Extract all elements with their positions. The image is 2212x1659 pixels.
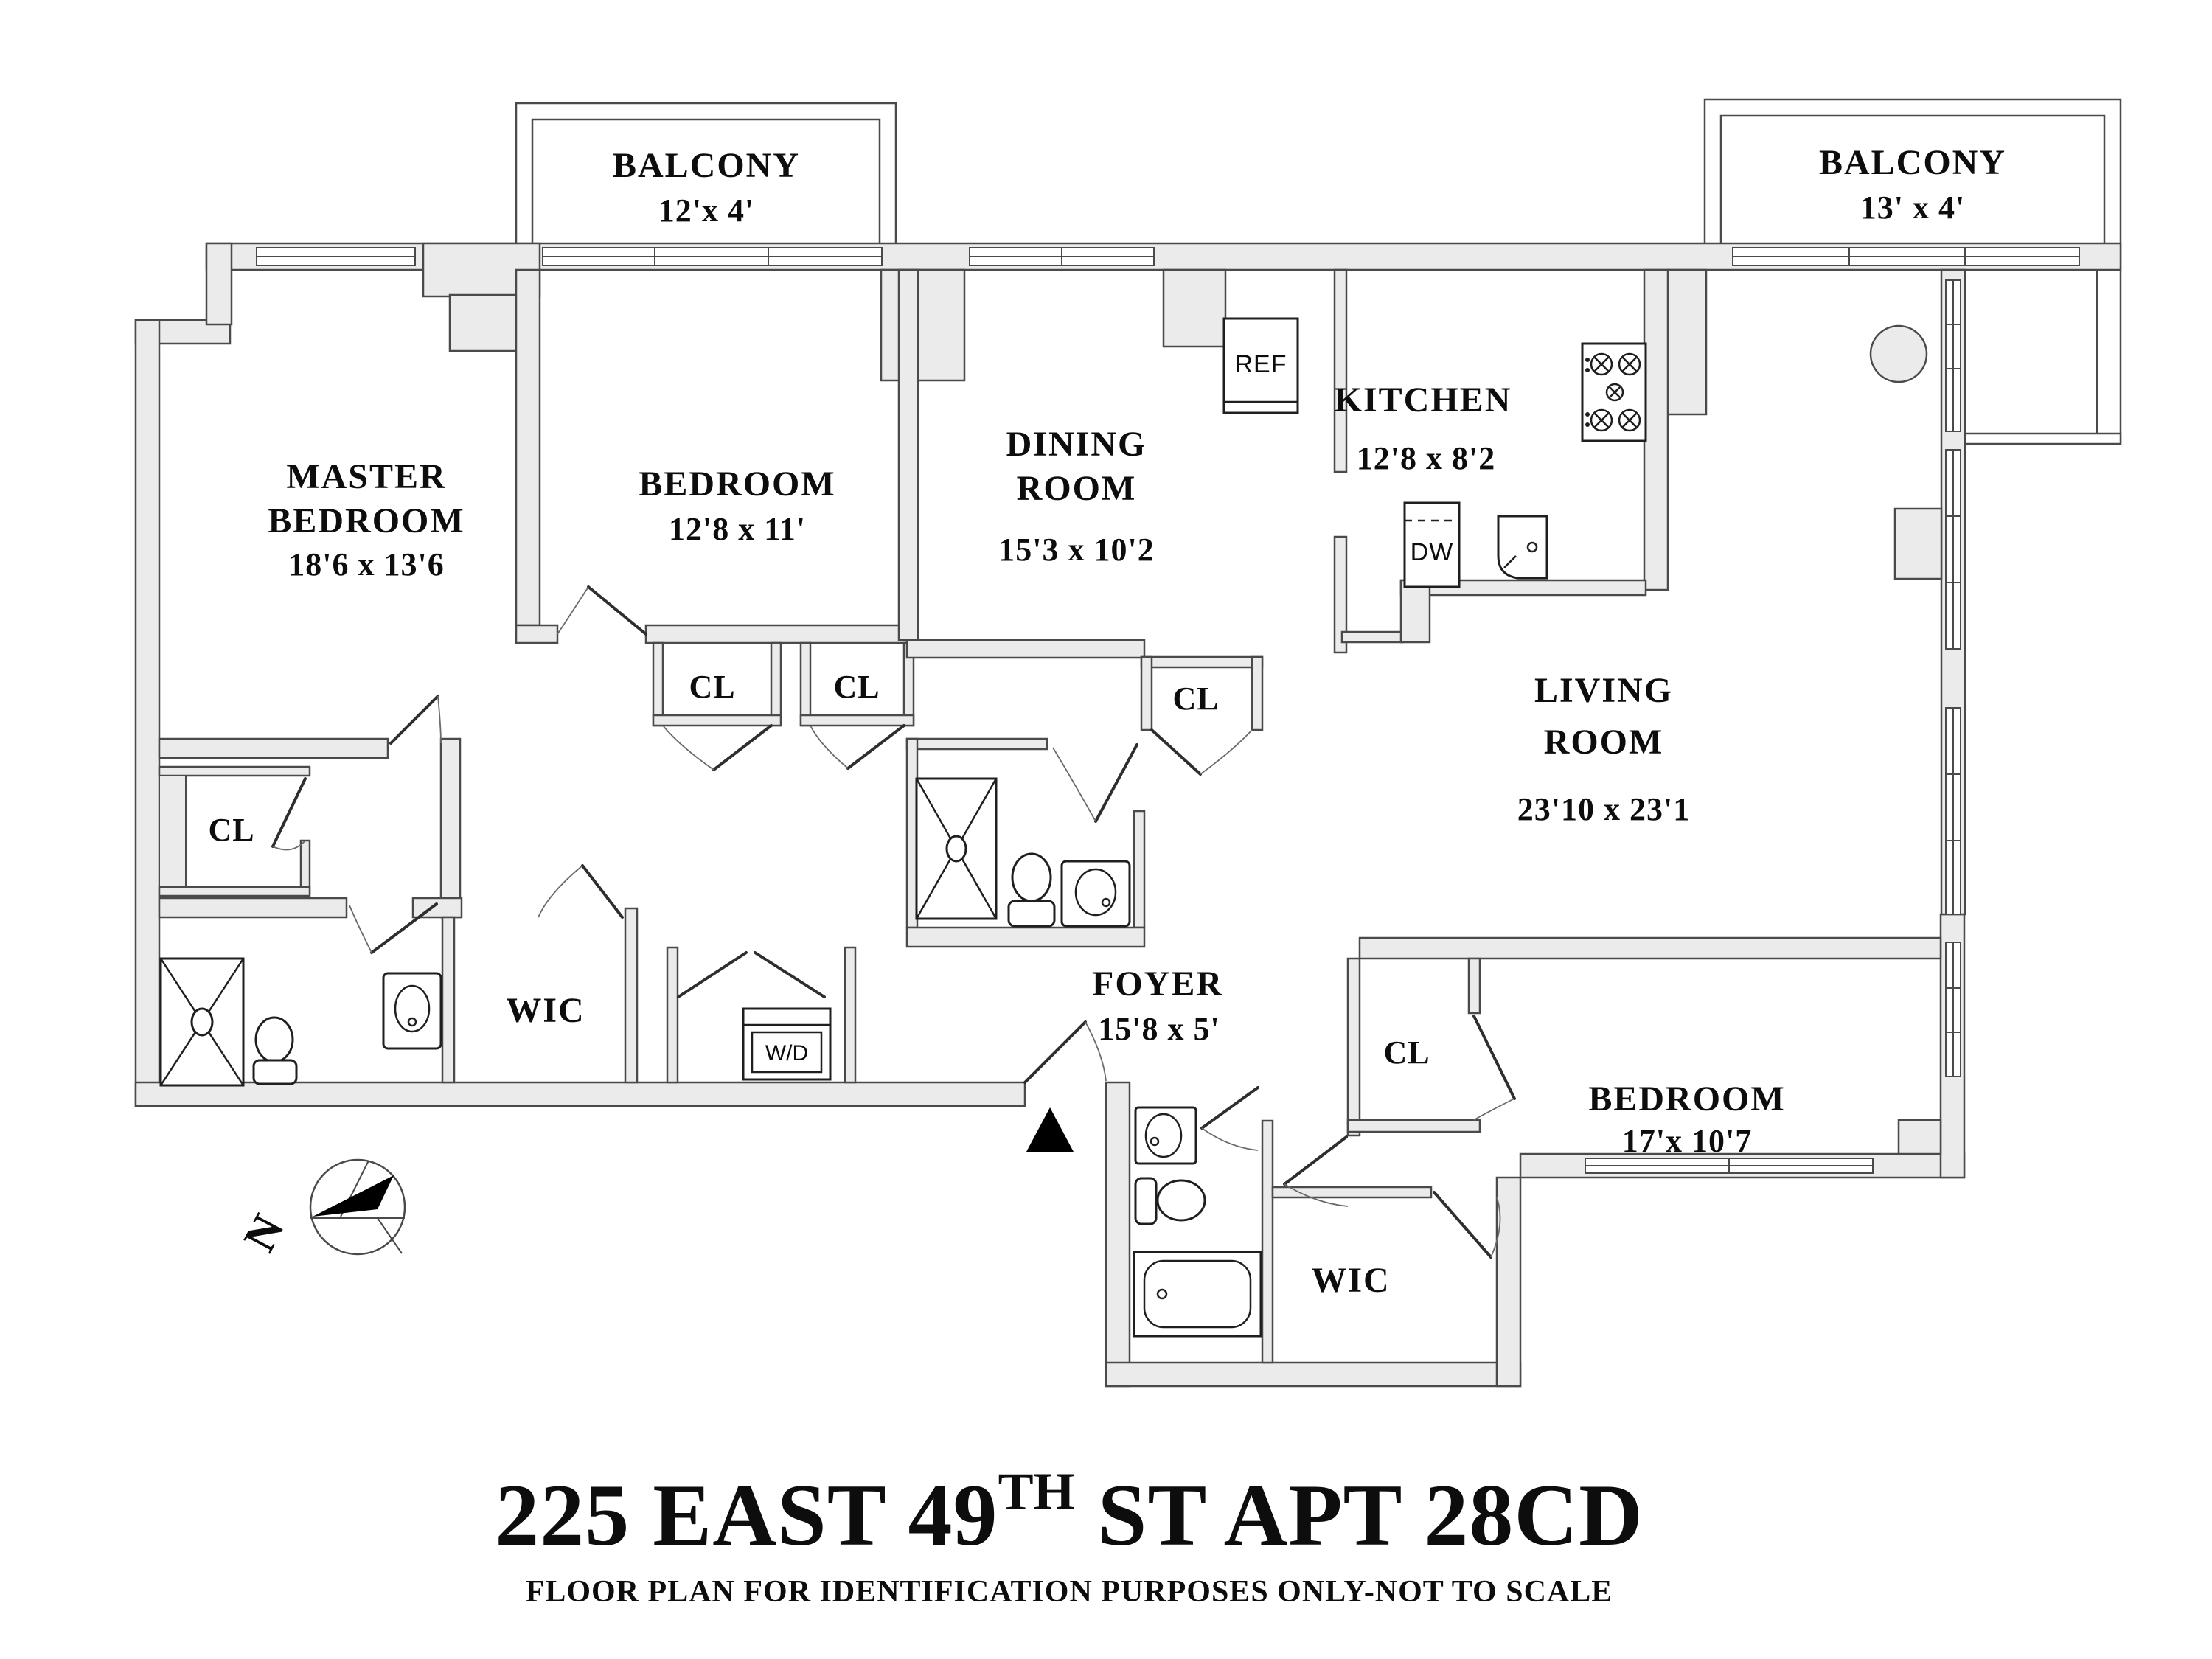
bedroom2-door bbox=[557, 585, 647, 636]
balcony-right-structure bbox=[1703, 98, 2122, 445]
dishwasher-label: DW bbox=[1411, 538, 1454, 566]
bath3-tub bbox=[1133, 1251, 1262, 1338]
bedroom3-door bbox=[1283, 1135, 1349, 1207]
entry-door bbox=[1023, 1020, 1107, 1084]
master-toilet bbox=[252, 1016, 298, 1085]
refrigerator-label: REF bbox=[1235, 350, 1287, 378]
dishwasher: DW bbox=[1403, 501, 1461, 588]
bath3-door bbox=[1200, 1086, 1259, 1151]
stove bbox=[1581, 342, 1647, 442]
balcony-table bbox=[1869, 324, 1928, 383]
bedroom2-dims: 12'8 x 11' bbox=[669, 511, 806, 547]
fixtures: REF DW bbox=[159, 317, 1928, 1338]
wic2-door bbox=[1433, 1191, 1501, 1259]
doors bbox=[271, 585, 1516, 1259]
title-superscript: TH bbox=[998, 1462, 1075, 1521]
refrigerator: REF bbox=[1222, 317, 1299, 414]
master-bedroom-name-1: MASTER bbox=[286, 457, 446, 496]
closet3-door bbox=[1150, 728, 1253, 776]
dining-room-dims: 15'3 x 10'2 bbox=[998, 532, 1154, 568]
living-room-name-1: LIVING bbox=[1534, 671, 1673, 710]
bedroom2-name: BEDROOM bbox=[639, 465, 835, 504]
compass: N bbox=[234, 1158, 406, 1259]
wd-bifold-doors bbox=[677, 951, 826, 998]
closet1-label: CL bbox=[689, 669, 735, 705]
bedroom2-label: BEDROOM 12'8 x 11' bbox=[639, 465, 835, 547]
bedroom3-dims: 17'x 10'7 bbox=[1622, 1123, 1752, 1159]
master-bath-door bbox=[349, 902, 438, 954]
dining-room-name-1: DINING bbox=[1006, 425, 1147, 464]
balcony-right-dims: 13' x 4' bbox=[1860, 189, 1965, 226]
room-labels: BALCONY 12'x 4' BALCONY 13' x 4' MASTER … bbox=[208, 143, 2006, 1300]
master-shower bbox=[159, 957, 245, 1087]
windows bbox=[256, 247, 2080, 1174]
interior-walls bbox=[158, 242, 1942, 1364]
closet5-door bbox=[1472, 1015, 1516, 1121]
dining-room-name-2: ROOM bbox=[1017, 469, 1137, 508]
balcony-right-label: BALCONY 13' x 4' bbox=[1819, 143, 2006, 226]
balcony-right-name: BALCONY bbox=[1819, 143, 2006, 182]
kitchen-label: KITCHEN 12'8 x 8'2 bbox=[1335, 380, 1512, 476]
kitchen-sink bbox=[1497, 515, 1548, 580]
closet4-label: CL bbox=[208, 812, 254, 848]
bath3-sink bbox=[1134, 1106, 1197, 1165]
master-bedroom-label: MASTER BEDROOM 18'6 x 13'6 bbox=[268, 457, 465, 582]
compass-north-label: N bbox=[234, 1207, 294, 1259]
balcony-left-label: BALCONY 12'x 4' bbox=[613, 146, 800, 229]
bath2-sink bbox=[1060, 860, 1131, 928]
dining-room-label: DINING ROOM 15'3 x 10'2 bbox=[998, 425, 1154, 568]
washer-dryer-label: W/D bbox=[765, 1041, 808, 1065]
living-room-name-2: ROOM bbox=[1544, 723, 1664, 762]
balcony-left-dims: 12'x 4' bbox=[658, 192, 754, 229]
kitchen-name: KITCHEN bbox=[1335, 380, 1512, 420]
closet2-label: CL bbox=[833, 669, 880, 705]
foyer-dims: 15'8 x 5' bbox=[1098, 1011, 1220, 1047]
bath2-shower bbox=[915, 777, 998, 920]
closet4-door bbox=[271, 777, 307, 851]
wic-bedroom3-label: WIC bbox=[1311, 1261, 1390, 1300]
master-sink bbox=[382, 972, 442, 1050]
bath3-toilet bbox=[1134, 1177, 1206, 1225]
closet2-door bbox=[810, 724, 905, 770]
page-subtitle: FLOOR PLAN FOR IDENTIFICATION PURPOSES O… bbox=[526, 1575, 1613, 1609]
master-wic-door bbox=[538, 864, 624, 919]
living-room-dims: 23'10 x 23'1 bbox=[1517, 791, 1690, 827]
title-suffix: ST APT 28CD bbox=[1075, 1466, 1644, 1564]
bath2-door bbox=[1052, 743, 1138, 823]
page-title: 225 EAST 49TH ST APT 28CD bbox=[495, 1462, 1643, 1564]
wic-master-label: WIC bbox=[506, 991, 585, 1030]
balcony-left-name: BALCONY bbox=[613, 146, 800, 185]
closet5-label: CL bbox=[1383, 1034, 1430, 1071]
exterior-walls bbox=[134, 242, 2122, 1388]
bedroom3-label: BEDROOM 17'x 10'7 bbox=[1588, 1079, 1785, 1159]
closet1-door bbox=[662, 724, 773, 771]
entry-arrow-icon bbox=[1026, 1107, 1074, 1152]
washer-dryer: W/D bbox=[742, 1007, 832, 1081]
closet3-label: CL bbox=[1172, 681, 1219, 717]
bedroom3-name: BEDROOM bbox=[1588, 1079, 1785, 1119]
foyer-name: FOYER bbox=[1092, 964, 1223, 1004]
balcony-left-structure bbox=[515, 102, 897, 246]
master-bedroom-door bbox=[389, 695, 442, 745]
master-bedroom-dims: 18'6 x 13'6 bbox=[288, 546, 444, 582]
foyer-label: FOYER 15'8 x 5' bbox=[1092, 964, 1223, 1047]
compass-needle-icon bbox=[313, 1175, 394, 1217]
master-bedroom-name-2: BEDROOM bbox=[268, 501, 465, 540]
living-room-label: LIVING ROOM 23'10 x 23'1 bbox=[1517, 671, 1690, 827]
title-block: 225 EAST 49TH ST APT 28CD FLOOR PLAN FOR… bbox=[495, 1462, 1643, 1609]
kitchen-dims: 12'8 x 8'2 bbox=[1357, 440, 1495, 476]
bath2-toilet bbox=[1007, 852, 1056, 928]
title-prefix: 225 EAST 49 bbox=[495, 1466, 998, 1564]
